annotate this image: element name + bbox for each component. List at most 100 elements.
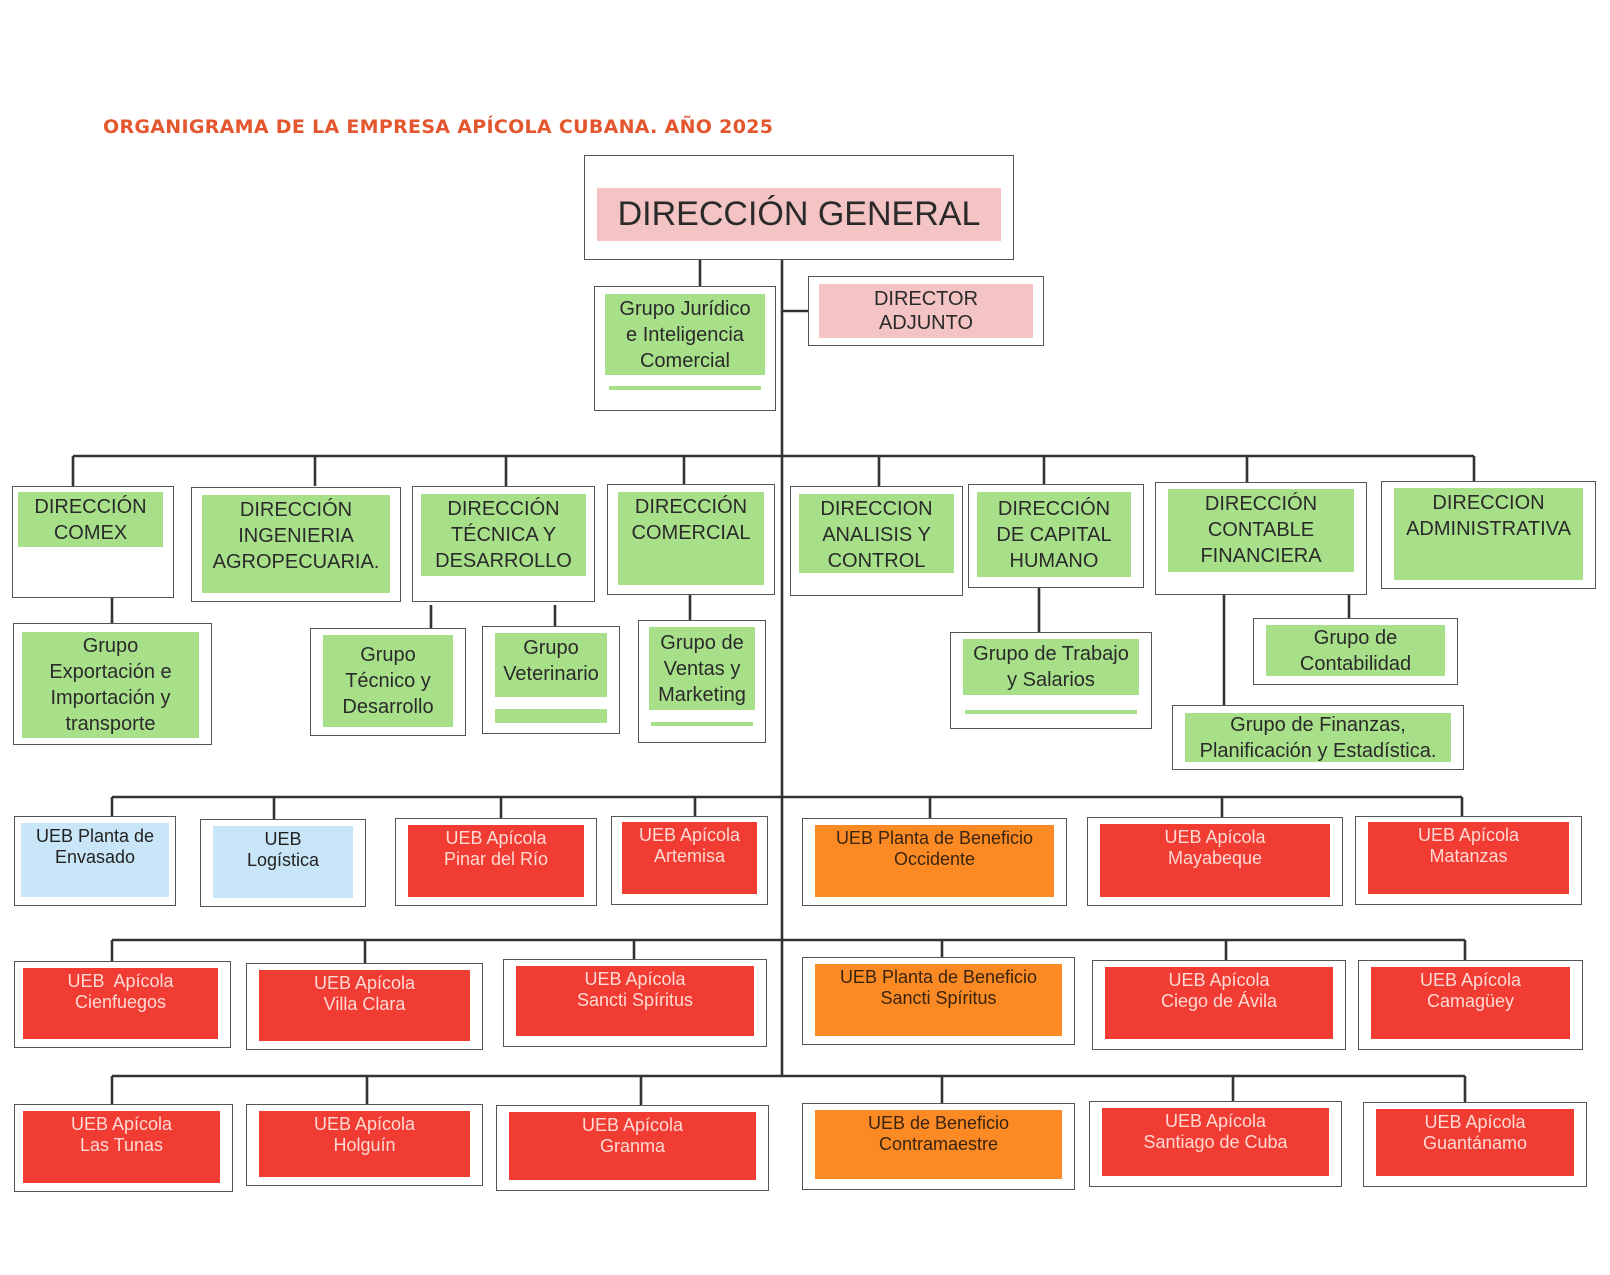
page-title: ORGANIGRAMA DE LA EMPRESA APÍCOLA CUBANA…: [103, 116, 774, 138]
green-underline: [965, 710, 1137, 714]
grupo-line: Grupo de Trabajo: [973, 643, 1129, 665]
dir-line: ADMINISTRATIVA: [1406, 518, 1571, 540]
dir-line: AGROPECUARIA.: [212, 551, 380, 573]
dir-line: DIRECCION: [820, 498, 933, 520]
ueb-line: UEB Planta de Beneficio: [835, 828, 1034, 848]
ueb-line: Cienfuegos: [74, 992, 167, 1012]
grupo-line: Exportación e: [49, 661, 172, 683]
dir-line: DIRECCIÓN: [997, 497, 1111, 520]
ueb-line: Las Tunas: [79, 1135, 164, 1155]
ueb-line: UEB Apícola: [1424, 1112, 1526, 1132]
ueb-line: Guantánamo: [1422, 1133, 1528, 1153]
dir-line: DIRECCIÓN: [34, 496, 147, 518]
ueb-line: UEB Apícola: [581, 1115, 684, 1135]
ueb-line: Matanzas: [1429, 846, 1508, 866]
ueb-line: Pinar del Río: [443, 849, 549, 869]
ueb-line: Occidente: [893, 849, 976, 869]
grupo-line: Planificación y Estadística.: [1199, 739, 1437, 762]
ueb-line: Ciego de Ávila: [1160, 991, 1278, 1011]
green-underline: [609, 386, 761, 390]
dir-line: ANALISIS Y: [822, 524, 931, 546]
direccion-general-label: DIRECCIÓN GENERAL: [597, 188, 1001, 241]
dir-line: CONTROL: [827, 550, 926, 572]
ueb-line: UEB Apícola: [1419, 970, 1522, 990]
box-direccion-administrativa: DIRECCION ADMINISTRATIVA: [1381, 481, 1596, 589]
dir-line: FINANCIERA: [1200, 545, 1322, 567]
dir-line: TÉCNICA Y: [450, 524, 557, 546]
grupo-line: Desarrollo: [342, 696, 434, 718]
ueb-line: UEB Apícola: [70, 1114, 173, 1134]
ueb-line: UEB de Beneficio: [867, 1113, 1010, 1133]
ueb-line: UEB Apícola: [67, 971, 174, 991]
ueb-line: Sancti Spíritus: [880, 988, 997, 1008]
dir-line: DIRECCIÓN: [1204, 493, 1318, 515]
ueb-line: Villa Clara: [323, 994, 406, 1014]
ueb-line: UEB Apícola: [445, 828, 547, 848]
grupo-line: transporte: [65, 713, 156, 735]
ueb-line: Holguín: [333, 1135, 396, 1155]
ueb-line: UEB Apícola: [1168, 970, 1270, 990]
adjunto-line: DIRECTOR: [873, 288, 979, 310]
ueb-line: Envasado: [54, 847, 136, 867]
box-director-adjunto: DIRECTOR ADJUNTO: [808, 276, 1044, 346]
box-grupo-finanzas: Grupo de Finanzas, Planificación y Estadí…: [1172, 705, 1464, 770]
grupo-line: Grupo: [523, 637, 579, 659]
grupo-line: Grupo de: [660, 631, 744, 654]
box-direccion-general: DIRECCIÓN GENERAL: [584, 155, 1014, 260]
green-band: [495, 709, 607, 723]
ueb-line: Contramaestre: [878, 1134, 999, 1154]
ueb-line: UEB Apícola: [1417, 825, 1520, 845]
ueb-line: UEB Apícola: [1164, 827, 1266, 847]
adjunto-line: ADJUNTO: [878, 312, 974, 334]
juridico-line: Grupo Jurídico: [619, 297, 751, 320]
grupo-line: Grupo: [360, 644, 416, 666]
grupo-line: Marketing: [658, 683, 746, 706]
grupo-line: Importación y: [50, 687, 171, 709]
ueb-line: Camagüey: [1426, 991, 1515, 1011]
box-direccion-comercial: DIRECCIÓN COMERCIAL: [607, 484, 775, 595]
dir-line: DESARROLLO: [435, 550, 572, 572]
dir-line: DIRECCIÓN: [634, 496, 748, 518]
grupo-line: y Salarios: [1007, 669, 1095, 691]
juridico-line: e Inteligencia: [626, 323, 744, 346]
juridico-line: Comercial: [639, 349, 730, 372]
ueb-line: UEB Apícola: [584, 969, 686, 989]
ueb-line: UEB Planta de: [35, 826, 155, 846]
dir-line: DIRECCION: [1432, 492, 1545, 514]
grupo-line: Grupo de Finanzas,: [1230, 713, 1406, 736]
dir-line: COMERCIAL: [631, 522, 751, 544]
ueb-line: Mayabeque: [1167, 848, 1263, 868]
grupo-line: Ventas y: [663, 657, 741, 680]
dir-line: DE CAPITAL: [996, 523, 1112, 546]
dir-line: COMEX: [53, 522, 128, 544]
box-direccion-comex: DIRECCIÓN COMEX: [12, 486, 174, 598]
grupo-line: Técnico y: [345, 670, 431, 692]
box-grupo-juridico: Grupo Jurídico e Inteligencia Comercial: [594, 286, 776, 411]
ueb-line: Logística: [246, 850, 320, 870]
dir-line: INGENIERIA: [238, 525, 354, 547]
